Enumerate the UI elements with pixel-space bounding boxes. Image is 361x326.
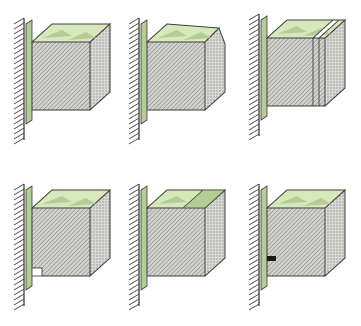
panel-6 — [249, 184, 345, 310]
mount-plate — [261, 186, 267, 290]
wall-hatching — [14, 184, 24, 310]
mount-plate — [141, 186, 147, 290]
panel-5 — [129, 184, 225, 310]
block-top-face — [147, 24, 219, 42]
mount-plate — [26, 186, 32, 290]
block-front-face — [32, 208, 90, 276]
mount-plate — [141, 20, 147, 124]
wall-hatching — [14, 18, 24, 144]
block-front-face — [267, 38, 325, 106]
bottom-notch — [32, 268, 42, 276]
mount-plate — [261, 16, 267, 120]
side-slot — [267, 256, 276, 261]
block-front-face — [32, 42, 90, 110]
mount-plate — [26, 20, 32, 124]
panel-1 — [14, 18, 110, 144]
panel-3 — [249, 14, 345, 140]
block-front-face — [147, 42, 205, 110]
wall-hatching — [249, 184, 259, 310]
wall-hatching — [129, 184, 139, 310]
block-front-face — [147, 208, 205, 276]
panel-4 — [14, 184, 110, 310]
diagram-panels — [14, 14, 345, 310]
block-side-face — [205, 28, 225, 110]
block-front-face — [267, 208, 325, 276]
panel-2 — [129, 18, 225, 144]
wall-hatching — [249, 14, 259, 140]
wall-hatching — [129, 18, 139, 144]
